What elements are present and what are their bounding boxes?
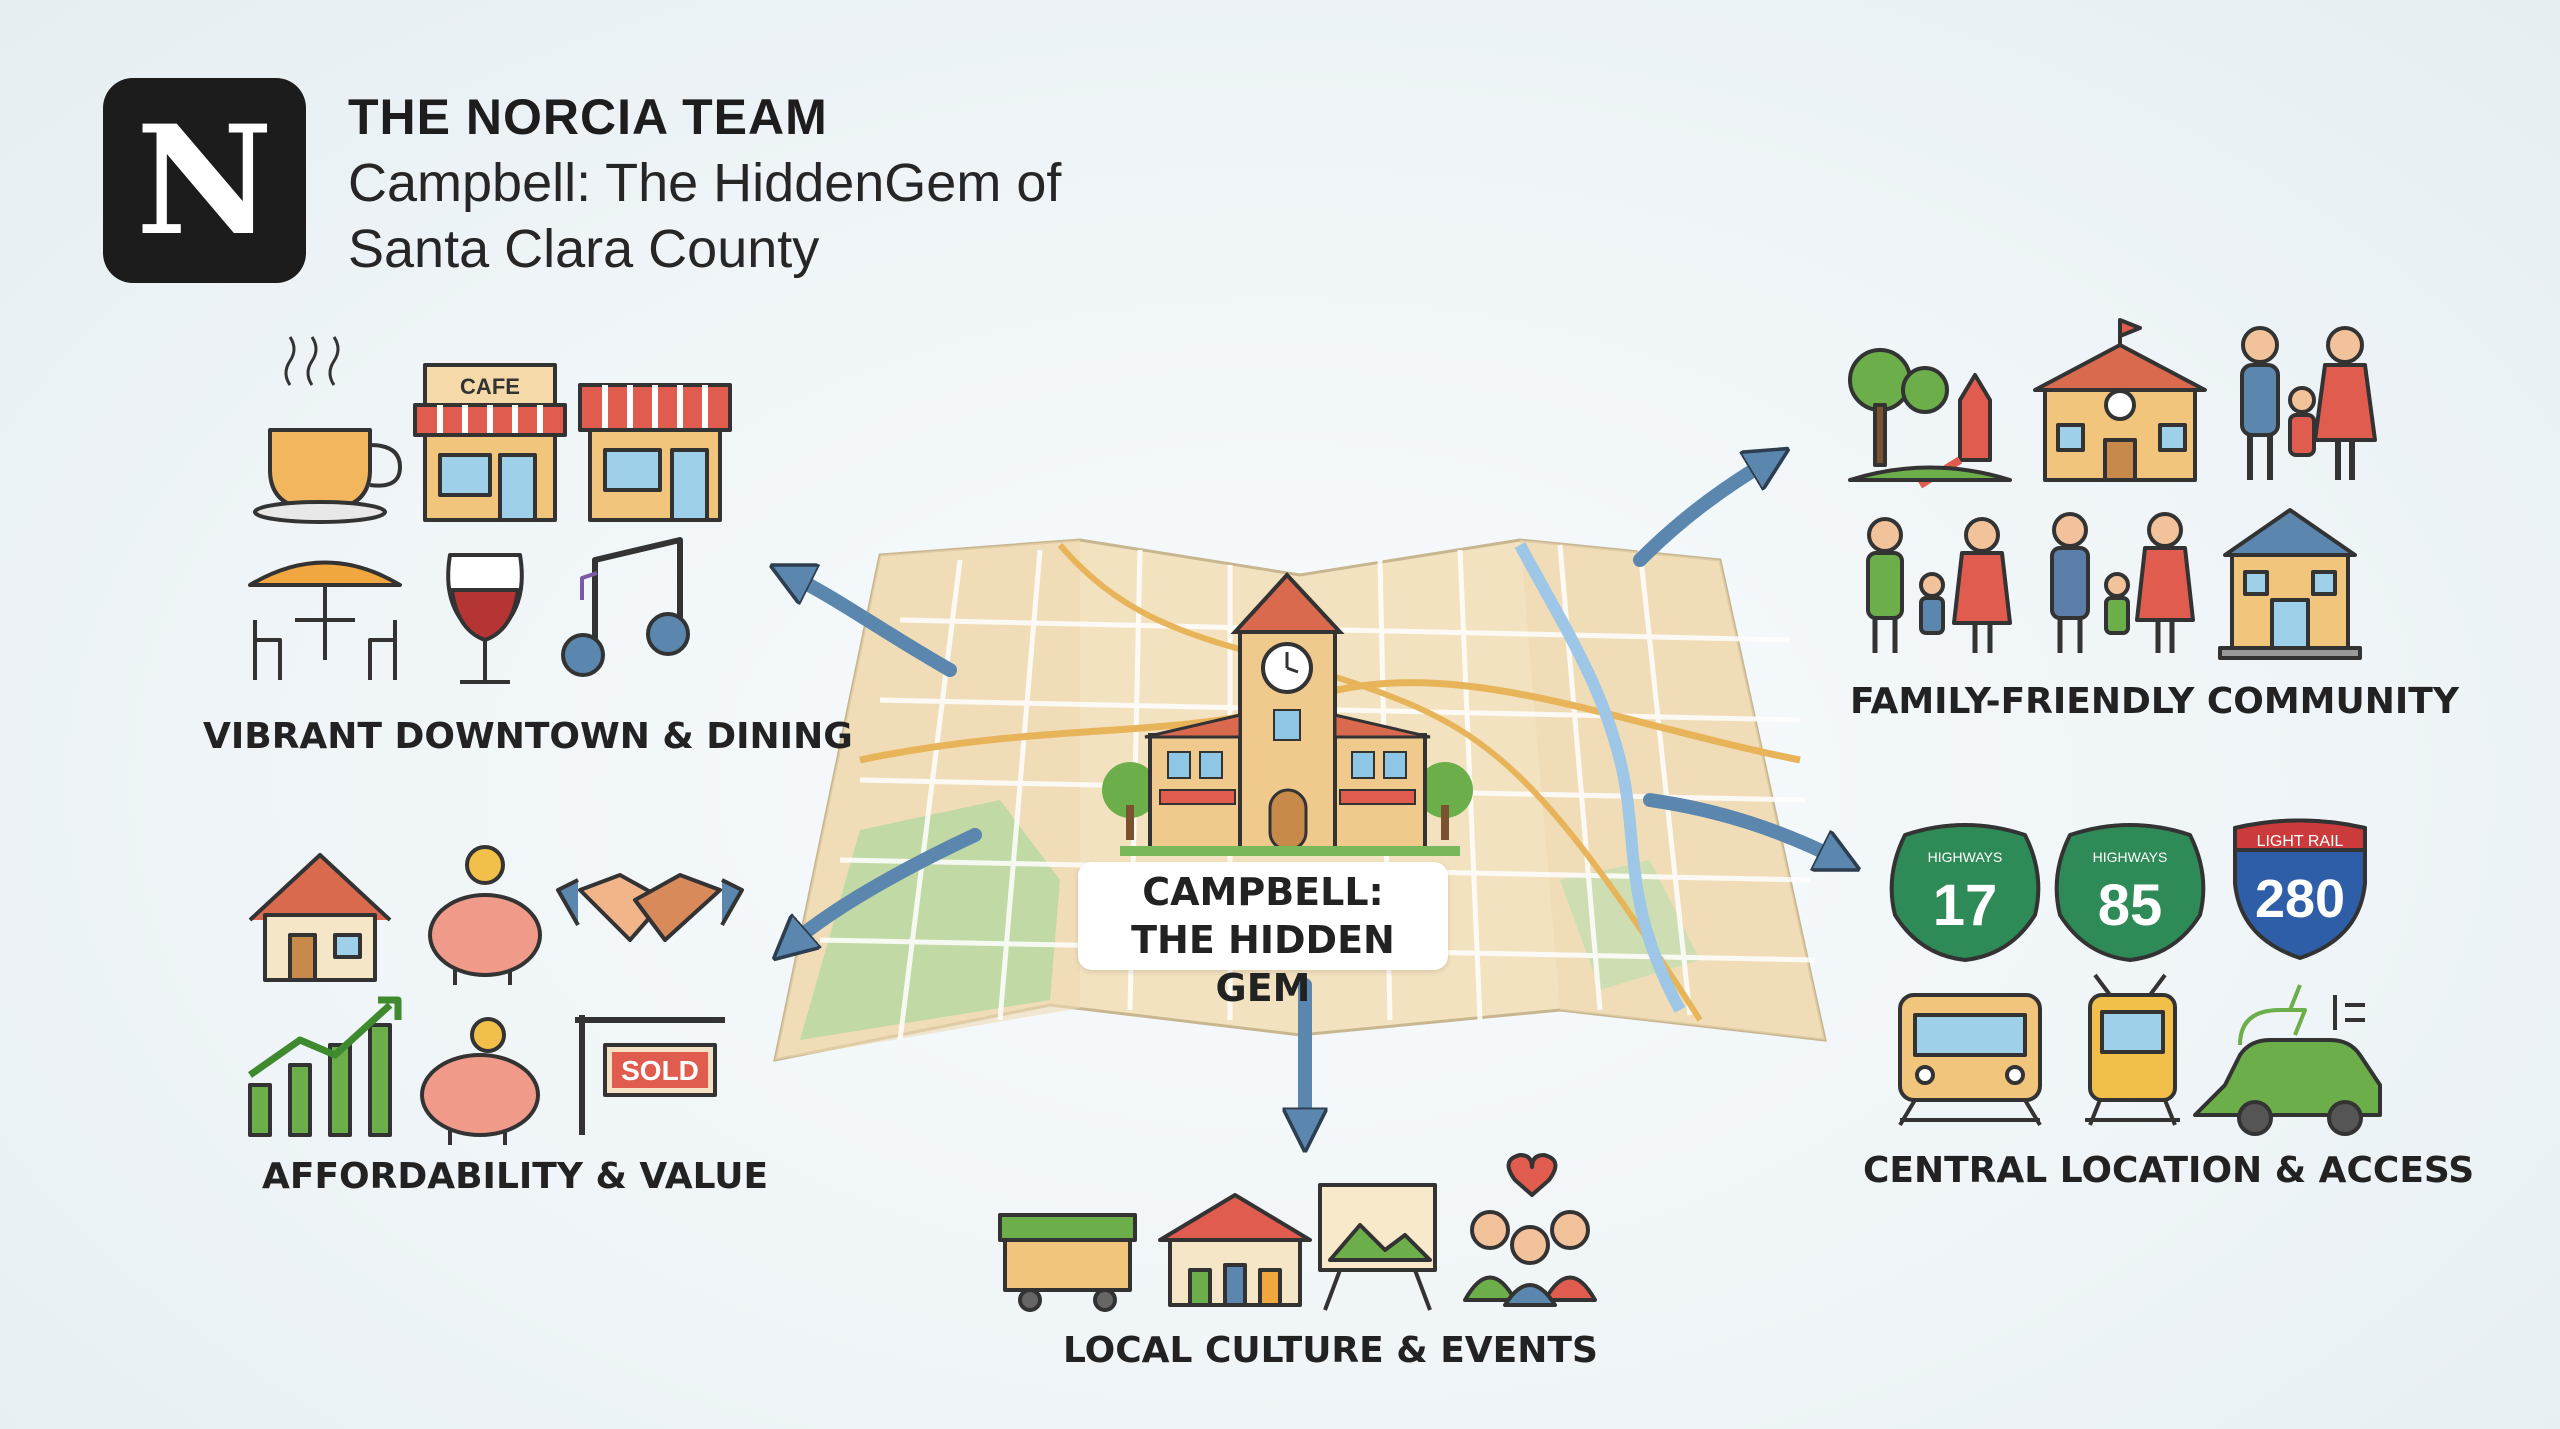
market-cart-icon bbox=[998, 1213, 1137, 1312]
logo-letter: N bbox=[135, 92, 274, 269]
city-map bbox=[773, 538, 1827, 1062]
culture-icons bbox=[998, 1153, 1597, 1312]
title-line-2: Santa Clara County bbox=[348, 219, 820, 279]
downtown-icons: CAFE bbox=[248, 336, 732, 684]
community-building-icon bbox=[2218, 508, 2362, 660]
interstate-280-top: LIGHT RAIL bbox=[2257, 833, 2344, 850]
festival-tent-icon bbox=[1158, 1193, 1312, 1307]
label-affordability: AFFORDABILITY & VALUE bbox=[262, 1156, 769, 1197]
park-playground-icon bbox=[1848, 348, 2012, 489]
patio-table-icon bbox=[248, 560, 402, 680]
center-label: CAMPBELL: THE HIDDEN GEM bbox=[1078, 862, 1448, 1010]
sold-sign-icon: SOLD bbox=[575, 1015, 725, 1135]
light-rail-icon bbox=[2085, 973, 2180, 1126]
label-family: FAMILY-FRIENDLY COMMUNITY bbox=[1850, 681, 2459, 722]
handshake-icon bbox=[556, 873, 744, 942]
interstate-280-number: 280 bbox=[2255, 869, 2345, 929]
highway-85-number: 85 bbox=[2098, 873, 2163, 938]
family-icons bbox=[1848, 318, 2377, 660]
art-easel-icon bbox=[1318, 1183, 1437, 1311]
train-icon bbox=[1898, 993, 2042, 1127]
interstate-280-sign: LIGHT RAIL 280 bbox=[2233, 818, 2367, 960]
family-icon bbox=[2240, 326, 2377, 480]
label-location: CENTRAL LOCATION & ACCESS bbox=[1863, 1150, 2475, 1191]
affordability-icons: SOLD bbox=[247, 845, 744, 1145]
school-icon bbox=[2033, 318, 2207, 482]
arrow-location bbox=[1643, 793, 1840, 860]
arrow-downtown bbox=[790, 575, 957, 677]
location-icons: HIGHWAYS 17 HIGHWAYS 85 LIGHT RAIL 280 bbox=[1889, 818, 2382, 1136]
coffee-cup-icon bbox=[253, 336, 402, 524]
family-parents-icon bbox=[2050, 512, 2195, 653]
label-downtown: VIBRANT DOWNTOWN & DINING bbox=[203, 716, 853, 757]
connector-arrows bbox=[790, 460, 1840, 1130]
town-hall-icon bbox=[1102, 572, 1473, 856]
arrow-family bbox=[1633, 460, 1770, 567]
highway-17-number: 17 bbox=[1933, 873, 1998, 938]
center-label-line-1: CAMPBELL: bbox=[1142, 870, 1384, 914]
cafe-storefront-icon: CAFE bbox=[413, 363, 567, 522]
page-title: Campbell: The HiddenGem of Santa Clara C… bbox=[348, 150, 1248, 282]
community-people-icon bbox=[1463, 1153, 1597, 1307]
wine-glass-icon bbox=[446, 553, 524, 684]
music-note-icon bbox=[561, 537, 690, 677]
label-culture: LOCAL CULTURE & EVENTS bbox=[1063, 1330, 1598, 1371]
rising-chart-icon bbox=[247, 996, 402, 1137]
electric-car-icon bbox=[2193, 984, 2382, 1136]
sold-sign-text: SOLD bbox=[621, 1055, 699, 1086]
highway-17-top: HIGHWAYS bbox=[1928, 849, 2003, 865]
center-label-line-2: THE HIDDEN GEM bbox=[1131, 918, 1395, 1010]
highway-85-top: HIGHWAYS bbox=[2093, 849, 2168, 865]
shop-awning-icon bbox=[578, 383, 732, 522]
house-icon bbox=[248, 853, 392, 982]
piggy-bank-icon bbox=[420, 1017, 540, 1145]
cafe-sign-text: CAFE bbox=[460, 374, 520, 399]
highway-85-sign: HIGHWAYS 85 bbox=[2054, 823, 2206, 962]
title-line-1: Campbell: The HiddenGem of bbox=[348, 153, 1062, 213]
team-logo: N bbox=[103, 78, 306, 283]
arrow-affordability bbox=[790, 828, 982, 945]
family-walking-icon bbox=[1866, 517, 2012, 653]
piggy-bank-coin-icon bbox=[428, 845, 542, 985]
brand-name: THE NORCIA TEAM bbox=[348, 89, 828, 145]
highway-17-sign: HIGHWAYS 17 bbox=[1889, 823, 2041, 962]
